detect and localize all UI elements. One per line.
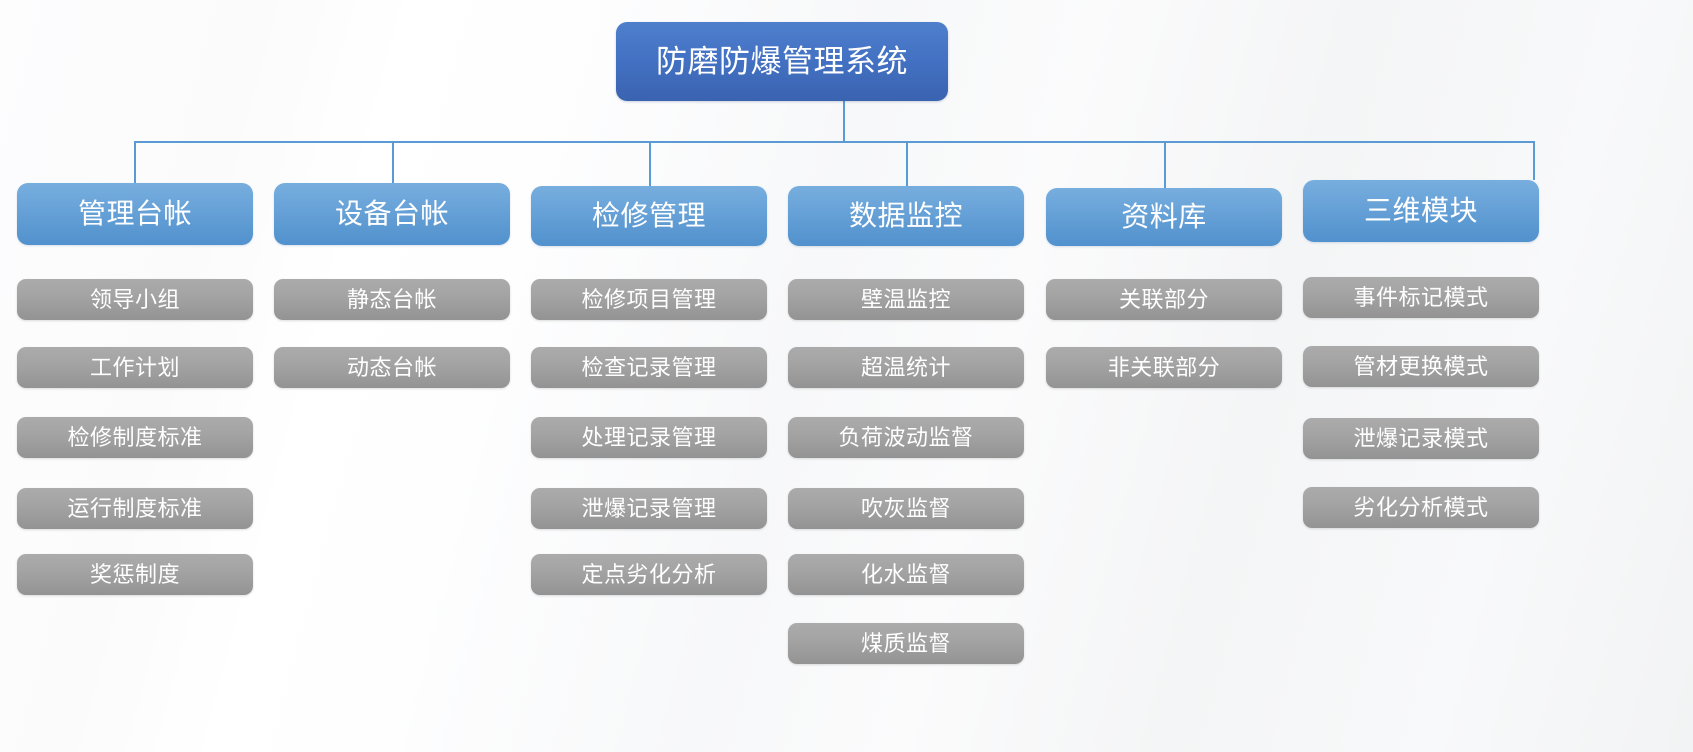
node-level3-meizhi-jiandu[interactable]: 煤质监督 (788, 623, 1024, 664)
node-level3-jianxiu-xiangmu-guanli[interactable]: 检修项目管理 (531, 279, 767, 320)
connector-branch-3 (649, 141, 651, 186)
node-level2-jianxiu-guanli[interactable]: 检修管理 (531, 186, 767, 246)
node-level3-chuli-jilu-guanli[interactable]: 处理记录管理 (531, 417, 767, 458)
connector-branch-1 (134, 141, 136, 192)
node-level3-chaowen-tongji[interactable]: 超温统计 (788, 347, 1024, 388)
node-level3-gongzuo-jihua[interactable]: 工作计划 (17, 347, 253, 388)
node-level3-xiebao-jilu-guanli[interactable]: 泄爆记录管理 (531, 488, 767, 529)
node-level3-guanlian-bufen[interactable]: 关联部分 (1046, 279, 1282, 320)
node-level3-jingtai-taizhang[interactable]: 静态台帐 (274, 279, 510, 320)
connector-branch-6 (1533, 141, 1535, 180)
node-level3-biwen-jiankong[interactable]: 壁温监控 (788, 279, 1024, 320)
node-level3-lingdao-xiaozu[interactable]: 领导小组 (17, 279, 253, 320)
connector-horizontal-bus (135, 141, 1535, 143)
node-level3-jiangcheng-zhidu[interactable]: 奖惩制度 (17, 554, 253, 595)
node-level3-dongtai-taizhang[interactable]: 动态台帐 (274, 347, 510, 388)
node-level3-shijian-biaoji-moshi[interactable]: 事件标记模式 (1303, 277, 1539, 318)
node-level3-fuhe-bodong-jiandu[interactable]: 负荷波动监督 (788, 417, 1024, 458)
node-level3-liehua-fenxi-moshi[interactable]: 劣化分析模式 (1303, 487, 1539, 528)
node-level2-shebei-taizhang[interactable]: 设备台帐 (274, 183, 510, 245)
node-level2-sanwei-mokuai[interactable]: 三维模块 (1303, 180, 1539, 242)
node-level3-huashui-jiandu[interactable]: 化水监督 (788, 554, 1024, 595)
connector-branch-2 (392, 141, 394, 192)
node-level2-ziliaoku[interactable]: 资料库 (1046, 188, 1282, 246)
node-level3-chuihui-jiandu[interactable]: 吹灰监督 (788, 488, 1024, 529)
connector-branch-4 (906, 141, 908, 186)
connector-branch-5 (1164, 141, 1166, 188)
node-level3-guancai-genghuan-moshi[interactable]: 管材更换模式 (1303, 346, 1539, 387)
node-level3-yunxing-zhidu-biaozhun[interactable]: 运行制度标准 (17, 488, 253, 529)
node-level3-jiancha-jilu-guanli[interactable]: 检查记录管理 (531, 347, 767, 388)
connector-root-stem (843, 101, 845, 142)
node-level3-xiebao-jilu-moshi[interactable]: 泄爆记录模式 (1303, 418, 1539, 459)
node-level3-dingdian-liehua-fenxi[interactable]: 定点劣化分析 (531, 554, 767, 595)
node-level2-guanli-taizhang[interactable]: 管理台帐 (17, 183, 253, 245)
node-root[interactable]: 防磨防爆管理系统 (616, 22, 948, 101)
node-level3-jianxiu-zhidu-biaozhun[interactable]: 检修制度标准 (17, 417, 253, 458)
node-level3-feiguanlian-bufen[interactable]: 非关联部分 (1046, 347, 1282, 388)
node-level2-shuju-jiankong[interactable]: 数据监控 (788, 186, 1024, 246)
